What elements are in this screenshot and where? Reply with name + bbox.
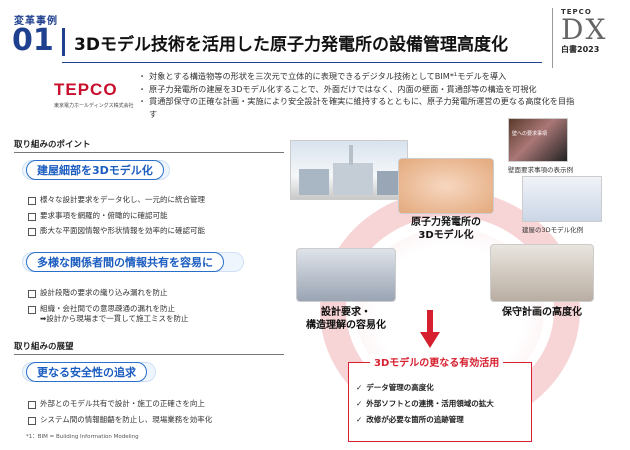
model-example-photo [522,176,602,222]
logo-mark: TEPCO [54,80,118,99]
check-icon: ✓ [356,415,363,424]
pill-3d-model: 建屋細部を3Dモデル化 [26,160,164,180]
list-item: 膨大な平面図情報や形状情報を効率的に確認可能 [28,223,205,239]
list-item: 要求事項を網羅的・俯瞰的に確認可能 [28,208,205,224]
title-rule [62,28,65,56]
check-item-label: データ管理の高度化 [366,383,434,392]
check-item: ✓改修が必要な箇所の追跡管理 [356,412,494,428]
dx-brand-line: TEPCO [561,8,592,16]
down-arrow-icon [420,310,440,348]
page-title: 3Dモデル技術を活用した原子力発電所の設備管理高度化 [74,35,508,55]
points-list-1: 様々な設計要求をデータ化し、一元的に統合管理 要求事項を網羅的・俯瞰的に確認可能… [28,192,205,239]
company-logo: TEPCO 東京電力ホールディングス株式会社 [54,80,134,109]
wall-requirement-label: 壁面要求事項の表示例 [508,166,573,174]
list-item: 組織・会社間での意思疎通の漏れを防止 [28,301,189,317]
left-caption: 設計要求・ 構造理解の容易化 [306,307,386,331]
points-list-2: 設計段階の要求の織り込み漏れを防止 組織・会社間での意思疎通の漏れを防止 ➡設計… [28,285,189,324]
check-item: ✓外部ソフトとの連携・活用領域の拡大 [356,396,494,412]
logo-subtitle: 東京電力ホールディングス株式会社 [54,103,134,109]
case-label: 変革事例 [14,16,58,27]
interior-photo [508,118,568,162]
section-heading-points: 取り組みのポイント [14,138,284,153]
center-photo [398,158,494,214]
list-item-arrow: ➡設計から現場まで一貫して施工ミスを防止 [40,314,189,323]
intro-list: 対象とする構造物等の形状を三次元で立体的に表現できるデジタル技術としてBIM*¹… [138,70,580,120]
plant-photo [290,140,408,200]
model-example-label: 建屋の3Dモデル化例 [522,226,584,234]
outlook-list: 外部とのモデル共有で設計・施工の正確さを向上 システム間の情報齟齬を防止し、現場… [28,396,212,427]
left-photo [296,248,396,302]
pill-safety: 更なる安全性の追求 [26,362,147,382]
dx-brand-year: 白書2023 [561,45,600,54]
plant-illustration [299,145,401,195]
section-heading-outlook: 取り組みの展望 [14,340,284,355]
list-item: 設計段階の要求の織り込み漏れを防止 [28,285,189,301]
list-item: 外部とのモデル共有で設計・施工の正確さを向上 [28,396,212,412]
case-number: 01 [12,23,54,58]
check-item: ✓データ管理の高度化 [356,380,494,396]
utilization-list: ✓データ管理の高度化 ✓外部ソフトとの連携・活用領域の拡大 ✓改修が必要な箇所の… [356,380,494,428]
center-caption: 原子力発電所の 3Dモデル化 [411,217,481,241]
dx-brand-mark: DX [561,13,608,46]
check-icon: ✓ [356,383,363,392]
list-item: 様々な設計要求をデータ化し、一元的に統合管理 [28,192,205,208]
check-item-label: 外部ソフトとの連携・活用領域の拡大 [366,399,494,408]
check-item-label: 改修が必要な箇所の追跡管理 [366,415,464,424]
right-caption: 保守計画の高度化 [502,307,582,318]
wall-label: 壁への要求事項 [512,131,548,137]
utilization-title: 3Dモデルの更なる有効活用 [370,354,504,369]
intro-item: 対象とする構造物等の形状を三次元で立体的に表現できるデジタル技術としてBIM*¹… [138,70,580,83]
intro-item: 原子力発電所の建屋を3Dモデル化することで、外面だけではなく、内面の壁面・貫通部… [138,83,580,96]
footnote: *1：BIM = Building Information Modeling [26,434,139,440]
intro-item: 貫通部保守の正確な計画・実施により安全設計を確実に維持するとともに、原子力発電所… [138,95,580,120]
title-underline [62,62,542,63]
right-photo [490,244,594,302]
pill-info-sharing: 多様な関係者間の情報共有を容易に [26,252,224,272]
list-item: システム間の情報齟齬を防止し、現場業務を効率化 [28,412,212,428]
check-icon: ✓ [356,399,363,408]
dx-brand: TEPCO DX 白書2023 [552,8,616,68]
